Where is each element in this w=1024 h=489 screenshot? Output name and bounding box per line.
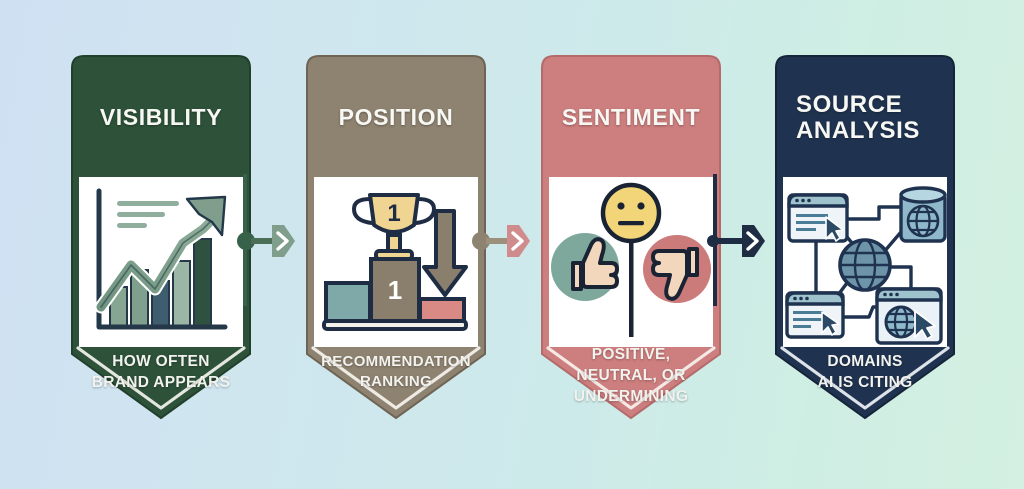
card-sentiment[interactable]: SENTIMENT POSITIVE, NEUTRAL, OR UNDERMIN…	[538, 52, 724, 422]
connector-3	[707, 174, 765, 306]
connector-1-line	[251, 238, 278, 244]
connector-2-arrow-icon	[507, 225, 530, 257]
connector-3-dot	[707, 235, 719, 247]
sentiment-faces-icon	[549, 177, 713, 347]
card-visibility[interactable]: VISIBILITY HOW OFTEN BRAND APPEARS	[68, 52, 254, 422]
card-position[interactable]: 1 1 POSITION RECOMMENDATION RANKING	[303, 52, 489, 422]
connector-3-arrow-icon	[742, 225, 765, 257]
caption-line-2: RANKING	[359, 373, 433, 391]
podium-trophy-icon: 1 1	[314, 177, 478, 347]
source-network-icon	[783, 177, 947, 347]
caption-line-1: HOW OFTEN	[112, 353, 210, 370]
card-title-visibility: VISIBILITY	[99, 104, 223, 131]
caption-line-3: UNDERMINING	[573, 387, 689, 405]
growth-chart-icon	[79, 177, 243, 347]
card-title-sentiment: SENTIMENT	[561, 104, 701, 131]
connector-1-arrow-icon	[272, 225, 295, 257]
svg-text:1: 1	[388, 275, 402, 305]
caption-line-2: BRAND APPEARS	[91, 373, 231, 391]
card-title-position: POSITION	[338, 104, 454, 131]
caption-line-2: AI IS CITING	[817, 373, 913, 391]
connector-1	[237, 174, 295, 306]
caption-line-1: POSITIVE,	[591, 346, 671, 363]
connector-2	[472, 174, 530, 306]
svg-text:1: 1	[387, 200, 400, 227]
card-caption-position: RECOMMENDATION RANKING	[309, 352, 483, 393]
caption-line-2: NEUTRAL, OR	[576, 366, 686, 384]
connector-3-line	[717, 238, 747, 244]
connector-1-dot	[237, 232, 255, 250]
connector-2-dot	[472, 232, 490, 250]
connector-2-line	[486, 238, 513, 244]
card-caption-source-analysis: DOMAINS AI IS CITING	[778, 352, 952, 394]
caption-line-1: RECOMMENDATION	[321, 353, 471, 370]
card-caption-visibility: HOW OFTEN BRAND APPEARS	[74, 352, 248, 394]
caption-line-1: DOMAINS	[827, 353, 903, 370]
card-caption-sentiment: POSITIVE, NEUTRAL, OR UNDERMINING	[544, 345, 718, 408]
